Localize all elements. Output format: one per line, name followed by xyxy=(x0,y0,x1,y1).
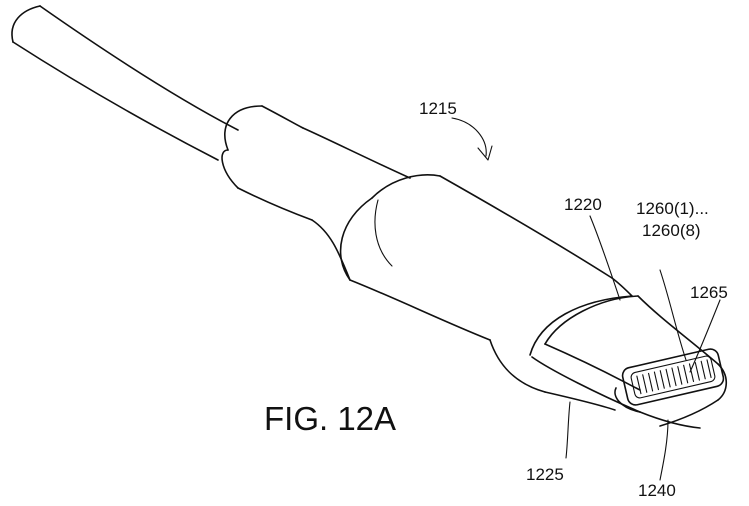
contact-ring xyxy=(621,348,725,406)
connector-boot xyxy=(311,174,613,341)
leader-lines xyxy=(451,117,721,481)
label-1260-end: 1260(8) xyxy=(642,221,701,240)
connector-tab xyxy=(544,295,728,429)
strain-relief xyxy=(221,105,411,221)
label-1240: 1240 xyxy=(638,481,676,500)
label-1260-start: 1260(1)... xyxy=(636,199,709,218)
label-1215: 1215 xyxy=(419,99,457,118)
figure-caption: FIG. 12A xyxy=(264,400,396,437)
label-1265: 1265 xyxy=(690,283,728,302)
housing-rim xyxy=(489,277,641,413)
label-1225: 1225 xyxy=(526,465,564,484)
cable xyxy=(11,5,239,161)
label-1220: 1220 xyxy=(564,195,602,214)
contacts xyxy=(636,359,712,395)
